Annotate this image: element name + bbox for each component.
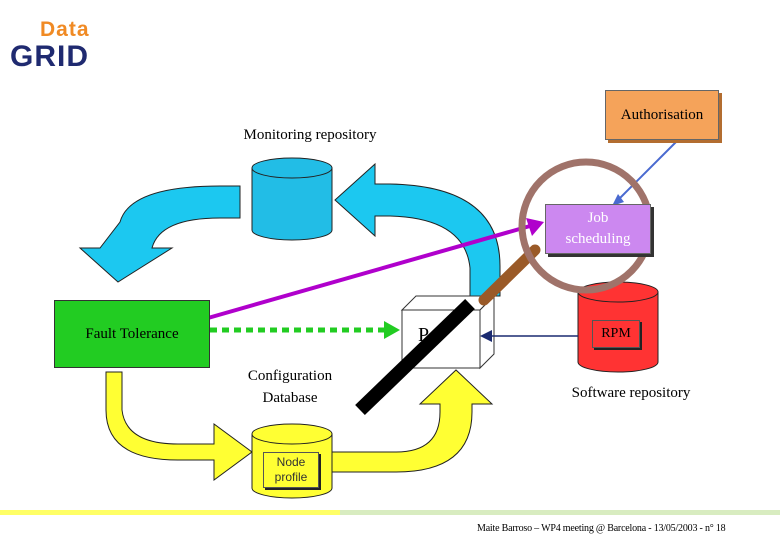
job-scheduling-label: Job scheduling — [565, 210, 631, 247]
node-profile-box: Node profile — [263, 452, 319, 488]
node-profile-label: Node profile — [274, 455, 308, 484]
config-yellow-arrow-left — [105, 371, 253, 481]
monitoring-cyan-arrow-right — [334, 162, 501, 297]
node-fragment-label: P — [418, 324, 430, 346]
fault-tolerance-box: Fault Tolerance — [54, 300, 210, 368]
auth-to-job-line — [617, 137, 681, 201]
ft-dotted-arrowhead — [384, 321, 400, 339]
logo-grid-text: GRID — [10, 40, 89, 73]
auth-to-job-arrowhead — [612, 194, 624, 206]
monitoring-repository-label: Monitoring repository — [243, 127, 377, 143]
datagrid-logo: Data GRID — [10, 18, 122, 74]
configuration-database-label: Configuration Database — [247, 368, 333, 406]
magnifier-shaft — [355, 298, 475, 416]
authorisation-label: Authorisation — [620, 106, 704, 123]
fault-tolerance-label: Fault Tolerance — [85, 325, 179, 342]
magnifier-handle — [478, 244, 541, 306]
logo-data-text: Data — [40, 18, 90, 41]
ft-to-job-arrowhead — [526, 218, 544, 236]
authorisation-box: Authorisation — [605, 90, 719, 140]
job-scheduling-box: Job scheduling — [545, 204, 651, 254]
ft-to-job-line — [207, 224, 531, 320]
rpm-to-node-arrowhead — [480, 330, 492, 342]
monitoring-cyan-arrow-left — [78, 185, 241, 283]
footer-rule-green — [340, 510, 780, 515]
footer-caption: Maite Barroso – WP4 meeting @ Barcelona … — [477, 523, 726, 534]
monitoring-db-icon — [251, 157, 333, 241]
footer-rule-yellow — [0, 510, 340, 515]
rpm-label: RPM — [601, 326, 631, 341]
config-yellow-arrow-right — [331, 369, 494, 473]
software-repository-label: Software repository — [571, 385, 691, 401]
rpm-label-box: RPM — [592, 320, 640, 348]
